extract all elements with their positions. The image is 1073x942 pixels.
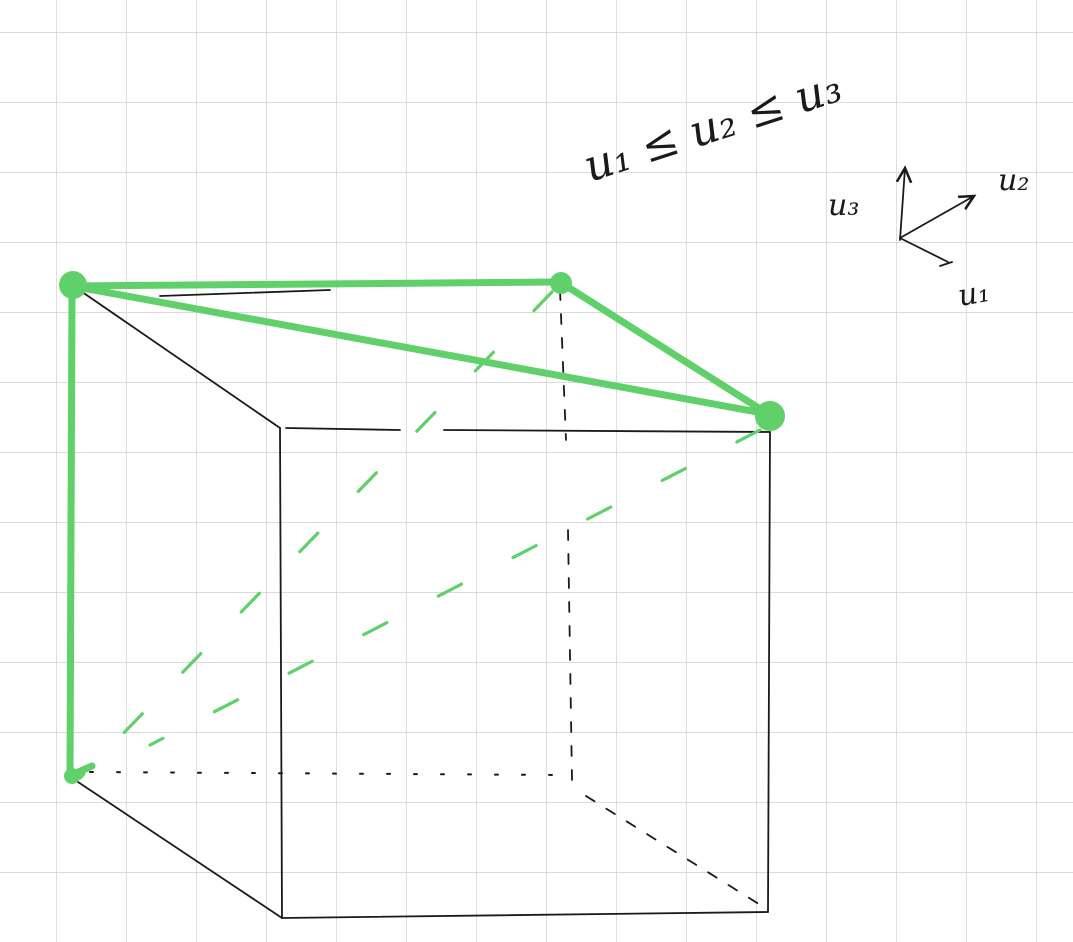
axis-label-u2: u₂ [998, 163, 1029, 198]
vertex-top-back [550, 272, 572, 294]
axis-label-u1: u₁ [955, 274, 992, 314]
cube-hidden-edges [89, 289, 763, 907]
green-vertices [59, 271, 785, 784]
green-dashed-diagonals [78, 290, 762, 780]
vertex-top-left [59, 271, 87, 299]
green-simplex [66, 278, 772, 780]
axis-triad-icon [900, 168, 974, 267]
vertex-right [755, 401, 785, 431]
axis-label-u3: u₃ [828, 188, 859, 223]
vertex-bottom-left [64, 768, 80, 784]
